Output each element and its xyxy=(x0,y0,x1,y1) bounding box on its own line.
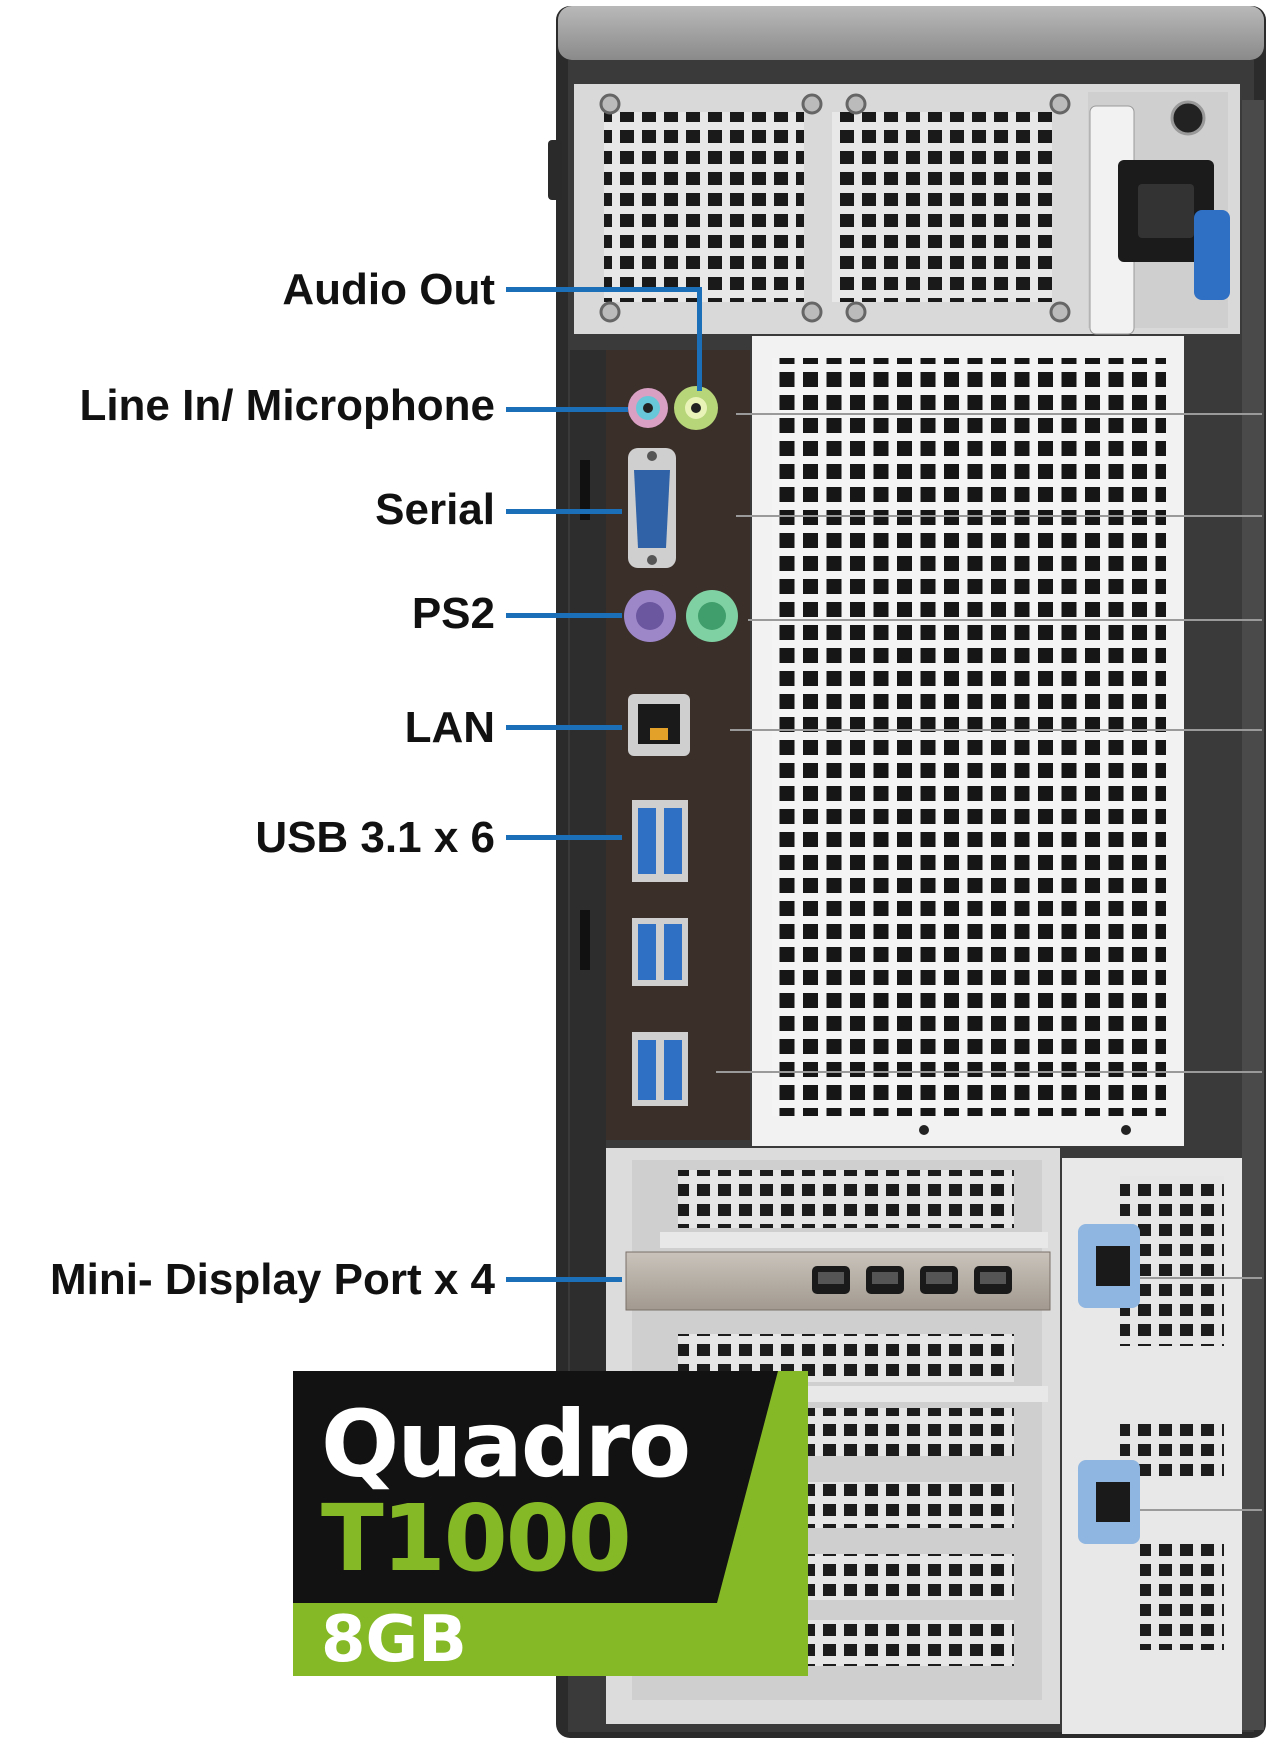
serial-leader xyxy=(506,509,622,514)
quadro-badge: Quadro T1000 8GB xyxy=(293,1371,808,1676)
usb-label: USB 3.1 x 6 xyxy=(255,813,495,862)
mini-display-port-1 xyxy=(812,1266,850,1294)
mini-dp-leader xyxy=(506,1277,622,1282)
mini-display-port-4 xyxy=(974,1266,1012,1294)
rear-vent-grille xyxy=(752,336,1184,1146)
badge-model: T1000 xyxy=(321,1485,632,1592)
audio-out-leader-h xyxy=(506,287,702,292)
ps2-keyboard-port xyxy=(686,590,738,642)
mini-display-port-2 xyxy=(866,1266,904,1294)
line-in-leader xyxy=(506,407,628,412)
ps2-leader xyxy=(506,613,622,618)
ps2-mouse-port xyxy=(624,590,676,642)
badge-brand: Quadro xyxy=(321,1391,691,1498)
usb-port-pair-1 xyxy=(632,800,688,882)
lan-leader xyxy=(506,725,622,730)
serial-label: Serial xyxy=(375,485,495,534)
audio-out-leader-v xyxy=(697,287,702,391)
badge-green-stripe xyxy=(717,1371,808,1603)
badge-memory-band xyxy=(293,1603,808,1676)
guide-lines xyxy=(716,413,1262,1511)
usb-port-pair-2 xyxy=(632,918,688,986)
audio-out-label: Audio Out xyxy=(282,265,495,314)
audio-line-in-jack xyxy=(628,388,668,428)
badge-memory: 8GB xyxy=(321,1603,467,1676)
audio-out-jack xyxy=(674,386,718,430)
lan-label: LAN xyxy=(404,703,495,752)
usb-leader xyxy=(506,835,622,840)
ps2-label: PS2 xyxy=(411,589,495,638)
side-vent-panel xyxy=(1062,1158,1242,1734)
mini-dp-label: Mini- Display Port x 4 xyxy=(50,1255,495,1304)
serial-port xyxy=(628,448,676,568)
mini-display-port-3 xyxy=(920,1266,958,1294)
power-supply xyxy=(1088,92,1230,335)
lan-port xyxy=(628,694,690,756)
expansion-slot-area xyxy=(606,1148,1060,1724)
line-in-label: Line In/ Microphone xyxy=(79,381,495,430)
usb-port-pair-3 xyxy=(632,1032,688,1106)
